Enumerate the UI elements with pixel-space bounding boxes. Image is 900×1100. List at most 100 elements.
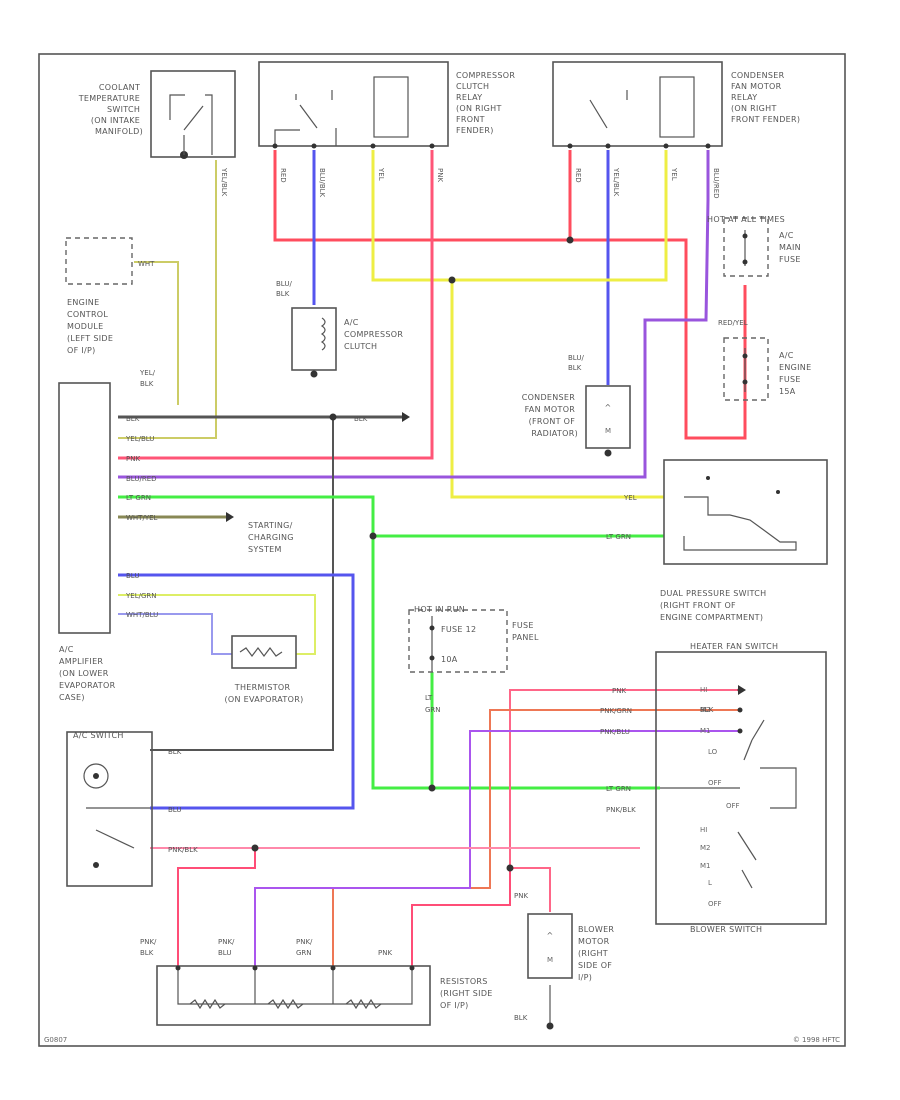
wire-label-hf-pnk-grn: PNK/GRN <box>600 707 632 715</box>
fuse-panel <box>408 609 508 673</box>
wire-label-bm-blk: BLK <box>514 1014 528 1022</box>
wire-pnk-hf <box>509 689 738 868</box>
dual-pressure-label: DUAL PRESSURE SWITCH (RIGHT FRONT OF ENG… <box>660 589 769 622</box>
splices <box>226 236 746 872</box>
wire-label-res-4: PNK <box>378 949 392 957</box>
wire-label-dp-lt-grn: LT GRN <box>606 533 631 541</box>
coolant-temp-switch <box>150 70 236 159</box>
wire-pnk-blu-hf <box>254 730 738 968</box>
wire-label-wht-yel: WHT/YEL <box>126 514 158 522</box>
blower-motor-label: BLOWER MOTOR (RIGHT SIDE OF I/P) <box>578 925 617 982</box>
svg-text:M: M <box>605 427 611 435</box>
wire-yel-blk-ecm <box>134 261 179 405</box>
wire-blu-amp <box>118 573 355 810</box>
wire-label-acsw-blu: BLU <box>168 806 181 814</box>
wire-label-hf-pnk-blu: PNK/BLU <box>600 728 630 736</box>
wire-pnk-bm <box>510 867 551 912</box>
wire-label-blu-blk: BLU/BLK <box>318 168 326 198</box>
resistors-label: RESISTORS (RIGHT SIDE OF I/P) <box>440 977 495 1010</box>
compressor-clutch-relay <box>258 61 449 149</box>
coolant-label: COOLANT TEMPERATURE SWITCH (ON INTAKE MA… <box>78 83 143 136</box>
ac-engine-fuse <box>723 337 769 401</box>
ac-compressor-clutch <box>291 307 337 378</box>
resistors <box>156 965 431 1026</box>
wire-yel-comp <box>371 150 668 282</box>
hot-in-run-label: HOT IN RUN <box>414 605 465 614</box>
fuse12-label: FUSE 12 <box>441 625 476 634</box>
wire-label-red-cond: RED <box>574 168 582 183</box>
cond-relay-label: CONDENSER FAN MOTOR RELAY (ON RIGHT FRON… <box>731 71 800 124</box>
fuse12-amp-label: 10A <box>441 655 458 664</box>
wire-label-blk-blk-1: BLU/ <box>276 280 292 288</box>
wire-label-acsw-pnk-blk: PNK/BLK <box>168 846 198 854</box>
wire-label-red-fuse: RED/YEL <box>718 319 748 327</box>
ecm-label: ENGINE CONTROL MODULE (LEFT SIDE OF I/P) <box>67 298 116 355</box>
wire-pnk-res <box>411 868 511 968</box>
diagram-border <box>38 53 846 1047</box>
ac-amp-label: A/C AMPLIFIER (ON LOWER EVAPORATOR CASE) <box>59 645 118 702</box>
condenser-fan-motor: ^ M <box>585 385 631 457</box>
wire-label-yel-cond: YEL <box>670 167 678 181</box>
ac-switch <box>66 731 153 887</box>
hot-at-all-times-label: HOT AT ALL TIMES <box>707 215 785 224</box>
wire-label-lt-grn: LT GRN <box>126 494 151 502</box>
engine-control-module <box>65 237 133 285</box>
ac-amplifier <box>58 382 111 634</box>
heater-fan-blower-switch <box>655 651 827 925</box>
wire-label-ecm-pnk: PNK <box>126 455 140 463</box>
wire-label-res-1b: BLK <box>140 949 154 957</box>
wire-pnk-ecm <box>118 150 434 460</box>
fuse-panel-label: FUSE PANEL <box>512 621 539 642</box>
wire-label-pnk-blk: PNK/BLK <box>606 806 636 814</box>
wire-yel-grn <box>118 594 316 655</box>
wire-label-blk-blk-2: BLK <box>276 290 290 298</box>
ac-main-fuse <box>723 217 769 277</box>
svg-text:M: M <box>547 956 553 964</box>
wire-label-wht-blu: WHT/BLU <box>126 611 158 619</box>
wire-label-res-2b: BLU <box>218 949 231 957</box>
wire-label-lt-grn-vert-1: LT <box>425 694 433 702</box>
cond-fan-label: CONDENSER FAN MOTOR (FRONT OF RADIATOR) <box>522 393 578 438</box>
dual-pressure-switch <box>663 459 828 565</box>
ac-main-fuse-label: A/C MAIN FUSE <box>779 231 804 264</box>
wire-pnk-blk-res <box>177 848 256 968</box>
wire-labels: YEL/BLK RED BLU/BLK YEL PNK RED YEL/BLK … <box>125 167 748 1022</box>
wire-label-bm-pnk: PNK <box>514 892 528 900</box>
wire-yel-blk-coolant <box>118 160 217 439</box>
ac-clutch-label: A/C COMPRESSOR CLUTCH <box>344 318 406 351</box>
blower-motor: ^ M <box>527 913 573 1030</box>
wire-label-yel-grn: YEL/GRN <box>125 592 156 600</box>
condenser-fan-relay <box>552 61 723 149</box>
wire-yel-dp <box>450 280 664 499</box>
ac-engine-fuse-label: A/C ENGINE FUSE 15A <box>779 351 814 396</box>
wire-label-ecm-blk2: BLK <box>354 415 368 423</box>
heater-fan-switch-label: HEATER FAN SWITCH <box>690 642 778 651</box>
wire-label-hf-blk: BLK <box>700 706 714 714</box>
component-labels: COOLANT TEMPERATURE SWITCH (ON INTAKE MA… <box>44 71 840 1044</box>
wire-label-res-2a: PNK/ <box>218 938 235 946</box>
wire-label-res-3a: PNK/ <box>296 938 313 946</box>
wire-label-res-3b: GRN <box>296 949 312 957</box>
wire-label-blu-red: BLU/RED <box>712 168 720 199</box>
wire-label-ecm-yel-1: YEL/ <box>139 369 156 377</box>
thermistor-label: THERMISTOR (ON EVAPORATOR) <box>224 683 303 704</box>
wire-label-wht: WHT <box>138 260 155 268</box>
wire-label-red: RED <box>279 168 287 183</box>
comp-relay-label: COMPRESSOR CLUTCH RELAY (ON RIGHT FRONT … <box>456 71 518 135</box>
wire-label-acsw-blk: BLK <box>168 748 182 756</box>
wire-blk-acsw <box>150 417 334 751</box>
wire-label-cond-blu-1: BLU/ <box>568 354 584 362</box>
wires <box>118 150 747 968</box>
fan-position-labels: HI M2 M1 LO OFF <box>700 686 722 787</box>
blower-switch-label: BLOWER SWITCH <box>690 925 762 934</box>
svg-text:^: ^ <box>546 931 553 940</box>
wire-label-yel-blk: YEL/BLK <box>220 167 228 197</box>
wire-wht-blu <box>118 613 232 655</box>
wire-label-ecm-blu-red: BLU/RED <box>126 475 157 483</box>
wire-label-hf-lt-grn: LT GRN <box>606 785 631 793</box>
black-wires <box>431 616 797 1025</box>
wire-label-hf-pnk: PNK <box>612 687 626 695</box>
wire-label-res-1a: PNK/ <box>140 938 157 946</box>
wire-label-ecm-yel-2: BLK <box>140 380 154 388</box>
